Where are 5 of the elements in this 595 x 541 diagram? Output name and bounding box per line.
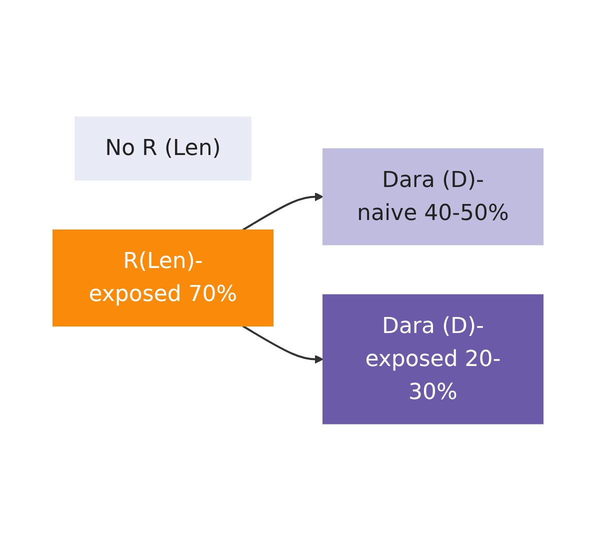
node-box: Dara (D)-naive 40-50% (322, 148, 543, 246)
node-box: Dara (D)-exposed 20-30% (322, 294, 543, 424)
arrow (242, 325, 323, 364)
arrow (242, 192, 323, 231)
node-box: R(Len)-exposed 70% (52, 230, 273, 327)
